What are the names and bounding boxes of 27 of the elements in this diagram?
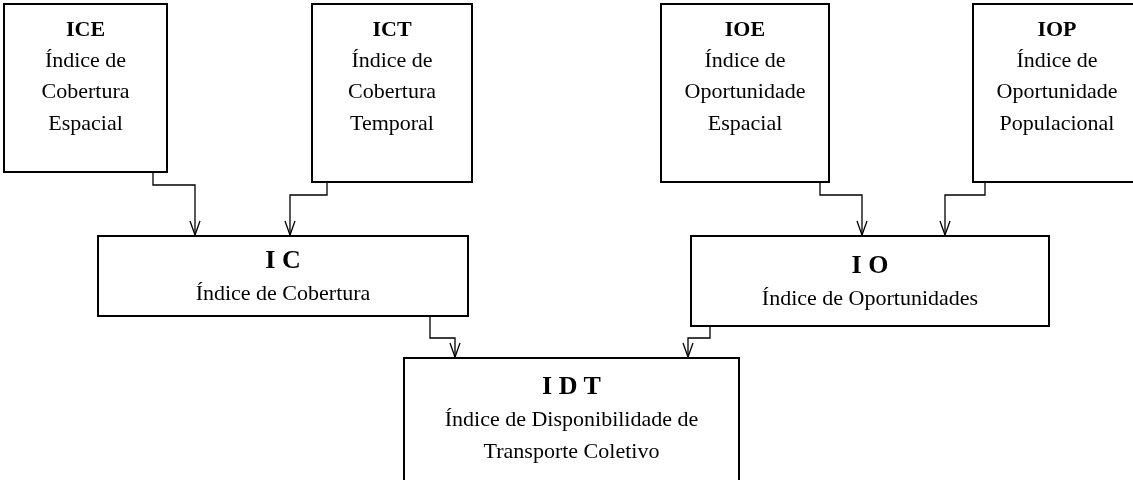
- index-box: [690, 235, 1050, 327]
- index-box: [311, 3, 473, 183]
- index-name: Índice de Cobertura: [195, 278, 371, 307]
- arrow: [284, 182, 328, 236]
- index-acronym: ICT: [372, 15, 412, 43]
- index-box: [3, 3, 168, 173]
- arrow: [819, 182, 868, 236]
- index-acronym: I O: [851, 249, 889, 282]
- index-name: Índice de Oportunidades: [761, 283, 979, 312]
- index-name: Índice de Cobertura Temporal: [347, 45, 437, 138]
- index-box: [972, 3, 1133, 183]
- arrow: [682, 326, 711, 358]
- index-box: [97, 235, 469, 317]
- index-name: Índice de Cobertura Espacial: [40, 45, 131, 138]
- arrow: [429, 316, 461, 358]
- arrow: [939, 182, 986, 236]
- arrow: [152, 172, 201, 236]
- index-box: [403, 357, 740, 480]
- index-acronym: IOP: [1037, 15, 1077, 43]
- index-acronym: I C: [265, 244, 301, 277]
- index-acronym: ICE: [65, 15, 106, 43]
- index-name: Índice de Oportunidade Populacional: [995, 45, 1119, 138]
- index-acronym: IOE: [724, 15, 766, 43]
- index-name: Índice de Oportunidade Espacial: [683, 45, 807, 138]
- index-acronym: I D T: [542, 370, 601, 402]
- index-name: Índice de Disponibilidade de Transporte Coletivo: [443, 404, 700, 465]
- index-box: [660, 3, 830, 183]
